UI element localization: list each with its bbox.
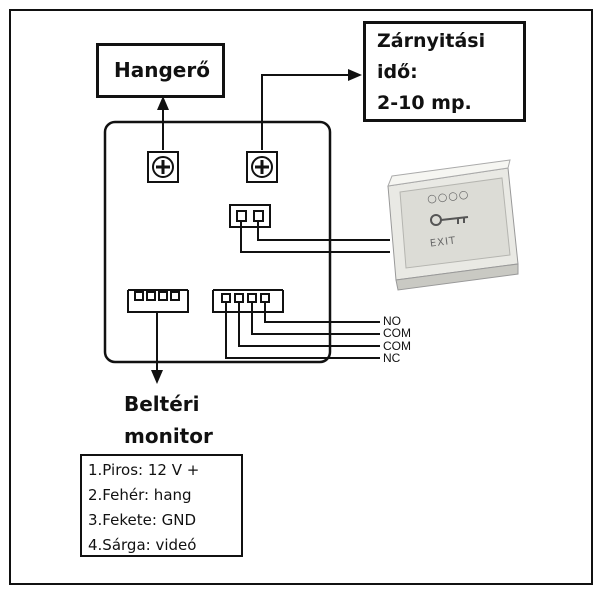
monitor-arrow-head xyxy=(151,370,163,384)
relay-wire-com2 xyxy=(238,302,380,347)
terminal-com-1: COM xyxy=(383,326,411,340)
relay-wire-com1 xyxy=(251,302,380,335)
wire-color-legend: 1.Piros: 12 V + 2.Fehér: hang 3.Fekete: … xyxy=(80,454,243,557)
legend-item-2: 2.Fehér: hang xyxy=(88,486,192,504)
unlock-time-box: Zárnyitási idő: 2-10 mp. xyxy=(363,21,526,122)
relay-wire-nc xyxy=(225,302,380,359)
terminal-nc: NC xyxy=(383,351,401,365)
exit-button-connector xyxy=(229,204,271,228)
indoor-monitor-line2: monitor xyxy=(124,424,213,448)
key-icon xyxy=(430,214,469,226)
volume-potentiometer xyxy=(147,151,179,183)
relay-connector xyxy=(212,289,284,313)
control-panel xyxy=(103,120,332,364)
unlock-time-potentiometer xyxy=(246,151,278,183)
volume-arrow-head xyxy=(157,96,169,110)
unlock-time-arrow-line xyxy=(261,74,350,150)
volume-box: Hangerő xyxy=(96,43,225,98)
exit-button-device xyxy=(387,159,519,291)
unlock-time-line2: idő: xyxy=(377,61,418,83)
unlock-time-line1: Zárnyitási xyxy=(377,30,486,52)
monitor-connector xyxy=(127,289,189,313)
volume-label: Hangerő xyxy=(114,58,210,82)
unlock-time-line3: 2-10 mp. xyxy=(377,92,472,114)
exit-wire-2 xyxy=(257,221,390,241)
legend-item-4: 4.Sárga: videó xyxy=(88,536,197,554)
legend-item-1: 1.Piros: 12 V + xyxy=(88,461,200,479)
terminal-no: NO xyxy=(383,314,401,328)
exit-wire-1 xyxy=(240,221,390,253)
unlock-time-arrow-head xyxy=(348,69,362,81)
relay-wire-no xyxy=(264,302,380,323)
terminal-com-2: COM xyxy=(383,339,411,353)
legend-item-3: 3.Fekete: GND xyxy=(88,511,197,529)
indoor-monitor-line1: Beltéri xyxy=(124,392,200,416)
outer-frame xyxy=(9,9,593,585)
